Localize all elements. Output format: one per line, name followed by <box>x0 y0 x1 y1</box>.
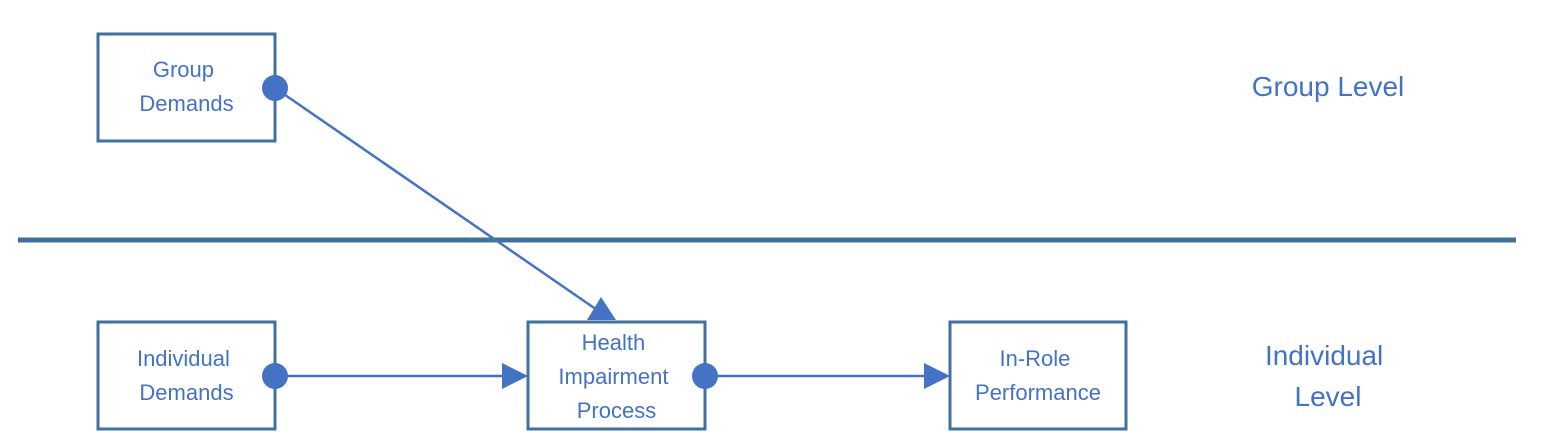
individual-level-label: Individual Level <box>1265 340 1391 412</box>
arrowhead-in-role-performance-left <box>924 363 950 389</box>
group-level-label: Group Level <box>1252 71 1405 102</box>
edge-group-demands-to-health-impairment <box>274 86 601 314</box>
node-box <box>526 320 707 431</box>
node-box <box>96 32 277 143</box>
node-label-line: Group <box>153 57 214 82</box>
arrowhead-health-impairment-left <box>502 363 528 389</box>
level-label-line: Level <box>1295 381 1362 412</box>
arrowhead-health-impairment-top <box>587 297 616 320</box>
node-label-line: Demands <box>139 91 233 116</box>
node-label-line: In-Role <box>999 346 1070 371</box>
node-individual-demands: Individual Demands <box>96 320 288 431</box>
connector-dot <box>262 363 288 389</box>
node-box <box>96 320 277 431</box>
node-label-line: Health <box>582 330 646 355</box>
connector-dot <box>692 363 718 389</box>
level-label-line: Individual <box>1265 340 1383 371</box>
level-label-line: Group Level <box>1252 71 1405 102</box>
connector-dot <box>262 75 288 101</box>
node-in-role-performance: In-Role Performance <box>948 320 1128 431</box>
node-health-impairment-process: Health Impairment Process <box>526 320 718 431</box>
node-label-line: Performance <box>975 380 1101 405</box>
node-label: Group Demands <box>139 57 233 116</box>
node-label: In-Role Performance <box>975 346 1101 405</box>
node-box <box>948 320 1128 431</box>
node-label-line: Individual <box>137 346 230 371</box>
node-group-demands: Group Demands <box>96 32 288 143</box>
node-label-line: Impairment <box>558 364 668 389</box>
node-label-line: Process <box>577 398 656 423</box>
node-label-line: Demands <box>139 380 233 405</box>
node-label: Health Impairment Process <box>558 330 674 423</box>
node-label: Individual Demands <box>137 346 236 405</box>
